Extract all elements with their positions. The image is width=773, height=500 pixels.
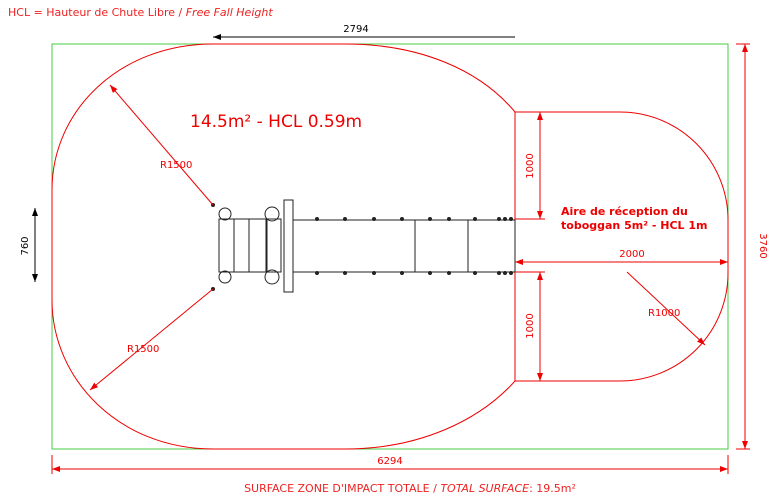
dimension-top-width: 2794 xyxy=(343,24,368,35)
main-area-label: 14.5m² - HCL 0.59m xyxy=(190,112,362,132)
dimension-slide-lower: 1000 xyxy=(525,313,536,338)
slide-equipment xyxy=(218,199,516,293)
radius-upper-label: R1500 xyxy=(160,160,192,171)
slide-area-label-line2: toboggan 5m² - HCL 1m xyxy=(561,219,707,232)
legend-text: HCL = Hauteur de Chute Libre / Free Fall… xyxy=(8,6,273,19)
dimension-slide-length: 2000 xyxy=(619,249,644,260)
radius-slide-label: R1000 xyxy=(648,308,680,319)
dimension-total-height: 3760 xyxy=(757,233,768,258)
boundary-rectangle xyxy=(51,43,729,450)
impact-zone-outline xyxy=(51,43,729,450)
equipment-bolts xyxy=(211,203,513,291)
red-dimension-lines xyxy=(51,43,750,474)
slide-area-label-line1: Aire de réception du xyxy=(561,205,688,218)
dimension-slide-upper: 1000 xyxy=(525,153,536,178)
total-surface-caption: SURFACE ZONE D'IMPACT TOTALE / TOTAL SUR… xyxy=(244,482,576,495)
dimension-total-width: 6294 xyxy=(377,456,402,467)
radius-lower-label: R1500 xyxy=(127,344,159,355)
dimension-equipment-width: 760 xyxy=(20,236,31,255)
